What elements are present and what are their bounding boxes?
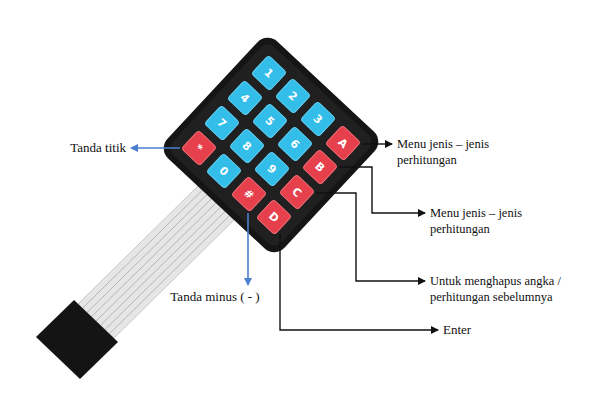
key-label: 4 [239,91,252,104]
annotation-text: Tanda titik [70,140,126,155]
annotation-label: Menu jenis – jenis perhitungan [430,205,555,237]
key-label: C [290,186,303,200]
annotation-label: Tanda titik [40,140,126,156]
key-label: 3 [312,113,325,126]
key-label: 5 [264,114,277,127]
key-label: # [242,187,256,201]
annotation-label: Menu jenis – jenis perhitungan [397,136,522,168]
key-label: B [313,161,327,175]
key-label: 7 [216,116,229,129]
cable-connector [36,300,118,379]
leader-arrow [131,147,180,149]
annotation-text: Untuk menghapus angka / perhitungan sebe… [430,274,561,304]
leader-arrow [339,167,425,213]
key-label: 8 [240,139,253,152]
key-label: A [336,136,350,150]
annotation-text: Enter [443,322,471,337]
annotation-label: Enter [443,322,523,338]
leader-arrow [280,234,438,330]
key-label: 2 [287,89,300,102]
ribbon-cable [78,186,234,338]
annotation-label: Tanda minus ( - ) [150,289,280,305]
key-label: 1 [262,66,275,79]
keypad-body [158,32,384,258]
key-label: 0 [217,164,230,177]
leader-arrow [363,143,392,144]
key-label: 6 [289,138,302,151]
annotation-text: Menu jenis – jenis perhitungan [397,137,489,167]
key-label: 9 [265,162,278,175]
keypad-face [166,40,375,249]
key-label: D [266,210,280,224]
annotation-text: Tanda minus ( - ) [170,289,259,304]
key-label: * [193,142,205,154]
leader-arrow [316,193,425,281]
annotation-label: Untuk menghapus angka / perhitungan sebe… [430,273,580,305]
annotation-text: Menu jenis – jenis perhitungan [430,206,522,236]
leader-arrow [247,213,249,285]
ribbon-stripes [83,190,230,334]
